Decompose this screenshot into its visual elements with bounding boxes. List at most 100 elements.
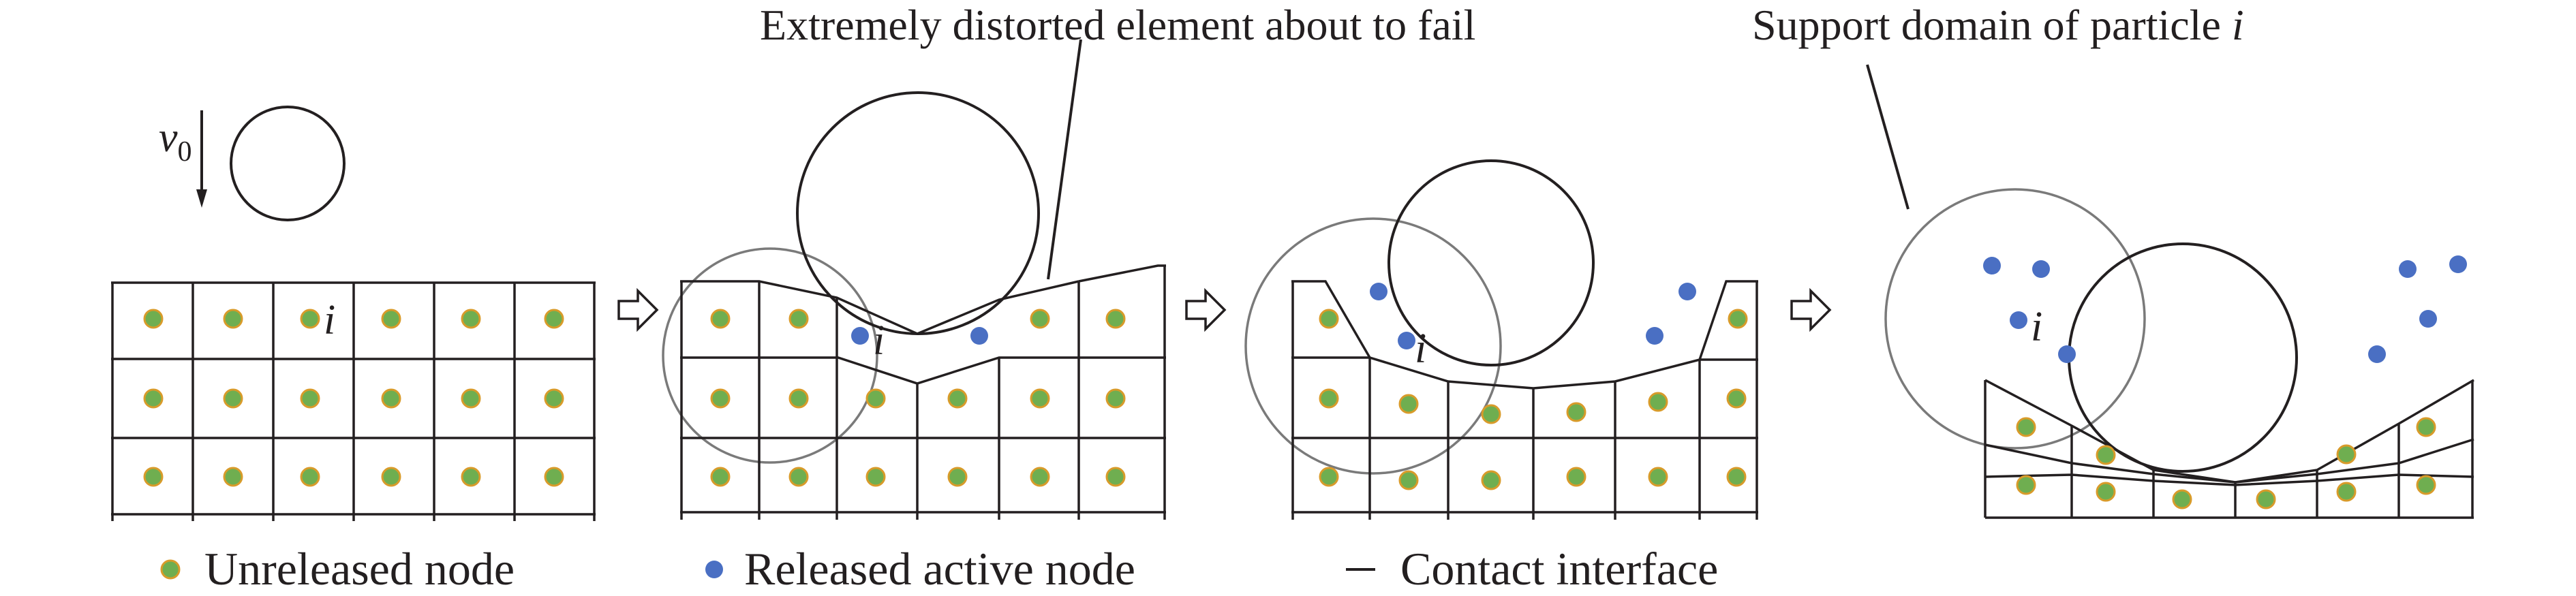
unreleased-node <box>1481 404 1501 424</box>
unreleased-node <box>2256 489 2276 509</box>
unreleased-node <box>461 467 481 487</box>
panel-4-mesh <box>1984 379 2474 519</box>
unreleased-node <box>143 467 164 487</box>
legend-item-contact-interface: Contact interface <box>1346 543 1718 595</box>
unreleased-node <box>1648 392 1668 412</box>
unreleased-node <box>1566 402 1586 422</box>
panel-3-eroded-mesh: i <box>1244 159 1758 520</box>
unreleased-node <box>1398 470 1419 490</box>
unreleased-node <box>1030 388 1050 409</box>
released-active-node <box>2058 345 2076 363</box>
legend: Unreleased node Released active node Con… <box>160 543 1718 595</box>
unreleased-node <box>1726 467 1747 487</box>
released-active-node <box>1370 283 1387 300</box>
released-active-node <box>2399 260 2417 278</box>
legend-item-released-active-node: Released active node <box>705 543 1135 595</box>
unreleased-node <box>1319 467 1339 487</box>
unreleased-node <box>2416 475 2436 495</box>
released-active-node <box>1983 257 2001 275</box>
unreleased-node <box>1030 309 1050 329</box>
unreleased-node <box>461 388 481 409</box>
unreleased-node <box>381 309 401 329</box>
unreleased-node <box>1319 309 1339 329</box>
unreleased-node <box>1030 467 1050 487</box>
velocity-symbol: v <box>159 114 178 161</box>
unreleased-node <box>461 309 481 329</box>
unreleased-node <box>300 388 320 409</box>
panel-3-mesh <box>1291 280 1758 520</box>
unreleased-node <box>223 388 243 409</box>
unreleased-node <box>788 309 809 329</box>
impactor-projectile <box>1387 159 1595 366</box>
unreleased-node <box>1648 467 1668 487</box>
legend-unreleased-node-label: Unreleased node <box>204 543 515 595</box>
unreleased-node <box>223 467 243 487</box>
unreleased-node <box>1481 470 1501 490</box>
legend-released-active-node-marker <box>705 561 723 578</box>
panel-2-distorted-mesh: i Extremely distorted element about to f… <box>662 1 1475 520</box>
svg-text:v0: v0 <box>159 114 192 168</box>
velocity-indicator: v0 <box>159 110 207 208</box>
legend-unreleased-node-marker <box>160 559 181 580</box>
legend-released-active-node-label: Released active node <box>744 543 1135 595</box>
unreleased-node <box>2336 482 2357 502</box>
panel-2-mesh <box>680 264 1166 520</box>
unreleased-node <box>2096 482 2116 502</box>
unreleased-node <box>544 309 564 329</box>
support-domain-text: Support domain of particle <box>1752 1 2232 49</box>
panel-1-initial-state: v0 <box>111 106 596 521</box>
released-active-node <box>2419 310 2437 328</box>
unreleased-node <box>788 388 809 409</box>
unreleased-node <box>710 388 731 409</box>
unreleased-node <box>865 467 886 487</box>
unreleased-node <box>710 467 731 487</box>
unreleased-node <box>381 388 401 409</box>
particle-i-label: i <box>324 297 335 343</box>
velocity-arrow-head <box>196 189 207 208</box>
unreleased-node <box>143 388 164 409</box>
step-arrow-2 <box>1185 289 1226 330</box>
released-active-node <box>2032 260 2050 278</box>
unreleased-node <box>1728 309 1748 329</box>
unreleased-node <box>381 467 401 487</box>
unreleased-node <box>2416 417 2436 437</box>
unreleased-node <box>544 467 564 487</box>
particle-i-node <box>300 309 320 329</box>
impactor-projectile <box>2068 242 2298 473</box>
unreleased-node <box>1726 388 1747 409</box>
unreleased-node <box>788 467 809 487</box>
unreleased-node <box>1105 388 1126 409</box>
released-active-node <box>1398 332 1415 349</box>
step-arrow-3 <box>1790 289 1831 330</box>
unreleased-node <box>544 388 564 409</box>
impactor-projectile <box>230 106 346 221</box>
particle-i-label: i <box>873 317 885 364</box>
legend-contact-interface-label: Contact interface <box>1400 543 1718 595</box>
unreleased-node <box>2336 444 2357 465</box>
unreleased-node <box>1319 388 1339 409</box>
distorted-element-leader-line <box>1047 39 1082 280</box>
unreleased-node <box>300 467 320 487</box>
unreleased-node <box>865 388 886 409</box>
velocity-subscript: 0 <box>178 136 192 168</box>
unreleased-node <box>1398 394 1419 414</box>
unreleased-node <box>1105 467 1126 487</box>
released-active-node <box>1678 283 1696 300</box>
unreleased-node <box>710 309 731 329</box>
unreleased-node <box>223 309 243 329</box>
released-active-node <box>2449 255 2467 273</box>
legend-item-unreleased-node: Unreleased node <box>160 543 515 595</box>
particle-i-label: i <box>1415 326 1426 372</box>
unreleased-node <box>2172 489 2192 509</box>
unreleased-node <box>947 467 968 487</box>
support-domain-circle <box>1884 188 2146 450</box>
unreleased-node <box>2096 445 2116 465</box>
unreleased-node <box>947 388 968 409</box>
panel-2-released-nodes <box>851 327 988 345</box>
released-active-node <box>851 327 869 345</box>
support-domain-leader-line <box>1866 64 1910 210</box>
support-domain-circle <box>1244 217 1502 475</box>
unreleased-node <box>1566 467 1586 487</box>
panel-4-particle-state: i Support domain of particle i <box>1752 1 2474 519</box>
